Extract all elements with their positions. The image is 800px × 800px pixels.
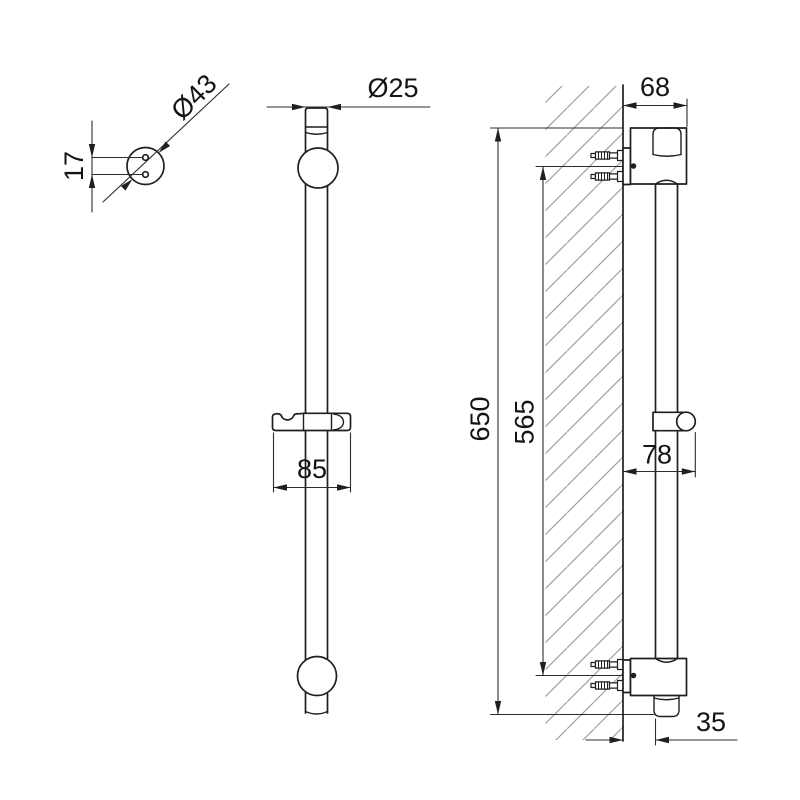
rail-tube: [304, 107, 329, 715]
dim-label-rail-diameter: Ø25: [367, 73, 418, 103]
grub-screw-dot: [630, 672, 637, 679]
grub-screw-dot: [630, 163, 637, 169]
arrowhead: [681, 468, 696, 475]
lower-flange-circle: [296, 655, 338, 697]
arrowhead: [327, 103, 341, 111]
mounting-screw: [590, 679, 624, 692]
arrowhead: [120, 179, 133, 191]
dim-bracket-depth: 68: [622, 72, 688, 128]
screw-hole-bottom: [141, 170, 150, 179]
dim-label-flange-diameter: Ø43: [165, 68, 222, 125]
dim-holder-depth: 78: [622, 431, 696, 478]
dim-holder-width: 85: [272, 432, 352, 493]
lower-bracket: [590, 657, 688, 718]
dim-rail-diameter: Ø25: [266, 73, 431, 111]
dim-label-holder-width: 85: [297, 454, 327, 484]
arrowhead: [539, 662, 547, 676]
dim-wall-offset: 35: [585, 707, 738, 746]
mounting-screw: [590, 170, 624, 183]
arrowhead: [494, 128, 502, 142]
dim-label-fixing-centers: 565: [510, 399, 540, 444]
dim-fixing-centers: 565: [510, 165, 623, 677]
dim-hole-spacing: 17: [59, 120, 147, 213]
rail-top-cap: [652, 127, 682, 156]
arrowhead: [673, 102, 687, 109]
dim-rail-length: 650: [465, 127, 655, 716]
arrowhead: [539, 166, 547, 180]
arrowhead: [655, 736, 669, 744]
bracket-plate: [622, 659, 632, 694]
front-view: Ø25 85: [266, 73, 431, 715]
dim-label-hole-spacing: 17: [59, 151, 89, 181]
arrowhead: [292, 103, 306, 111]
arrowhead: [623, 102, 637, 109]
arrowhead: [88, 144, 96, 158]
dim-label-holder-depth: 78: [642, 440, 672, 470]
mounting-screw: [590, 658, 624, 671]
arrowhead: [273, 484, 287, 491]
detail-view: Ø43 17: [59, 68, 230, 213]
upper-flange-circle: [297, 147, 339, 189]
bracket-body: [629, 657, 688, 697]
mounting-screw: [590, 149, 624, 162]
flange-circle: [126, 146, 165, 186]
side-view: 650 565: [465, 72, 738, 746]
arrowhead: [623, 468, 637, 475]
handset-holder: [271, 412, 352, 432]
wall-hatch: [545, 86, 623, 740]
dim-flange-diameter: Ø43: [102, 68, 230, 203]
arrowhead: [609, 736, 623, 744]
arrowhead: [158, 141, 171, 153]
arrowhead: [337, 484, 351, 491]
dim-label-rail-length: 650: [465, 396, 495, 441]
upper-bracket: [590, 127, 688, 186]
rail-bottom-cap: [653, 694, 680, 718]
screw-hole-top: [141, 153, 150, 162]
slider-knob: [652, 411, 697, 432]
dim-label-bracket-depth: 68: [640, 72, 670, 102]
bracket-plate: [622, 147, 632, 186]
arrowhead: [494, 701, 502, 715]
dim-label-wall-offset: 35: [696, 707, 726, 737]
arrowhead: [88, 174, 96, 188]
